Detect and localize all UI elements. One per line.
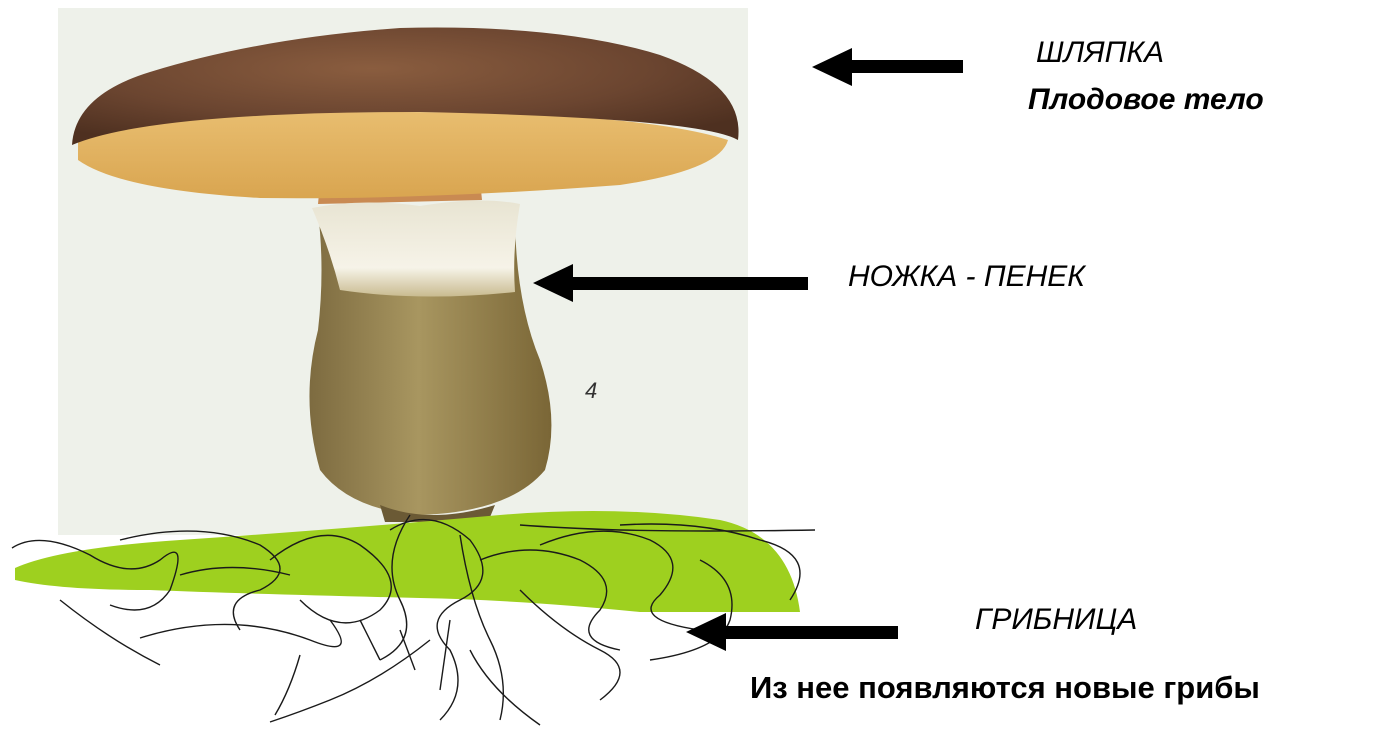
stem-ring [312, 200, 520, 296]
cap-arrow [812, 48, 963, 86]
mycelium-label: ГРИБНИЦА [975, 603, 1137, 637]
cap-sublabel: Плодовое тело [1028, 83, 1264, 117]
stem-label: НОЖКА - ПЕНЕК [848, 260, 1085, 294]
mycelium-arrow [686, 613, 898, 651]
cap-label: ШЛЯПКА [1036, 36, 1164, 70]
mycelium-sublabel: Из нее появляются новые грибы [750, 670, 1260, 706]
plate-number: 4 [585, 378, 597, 403]
